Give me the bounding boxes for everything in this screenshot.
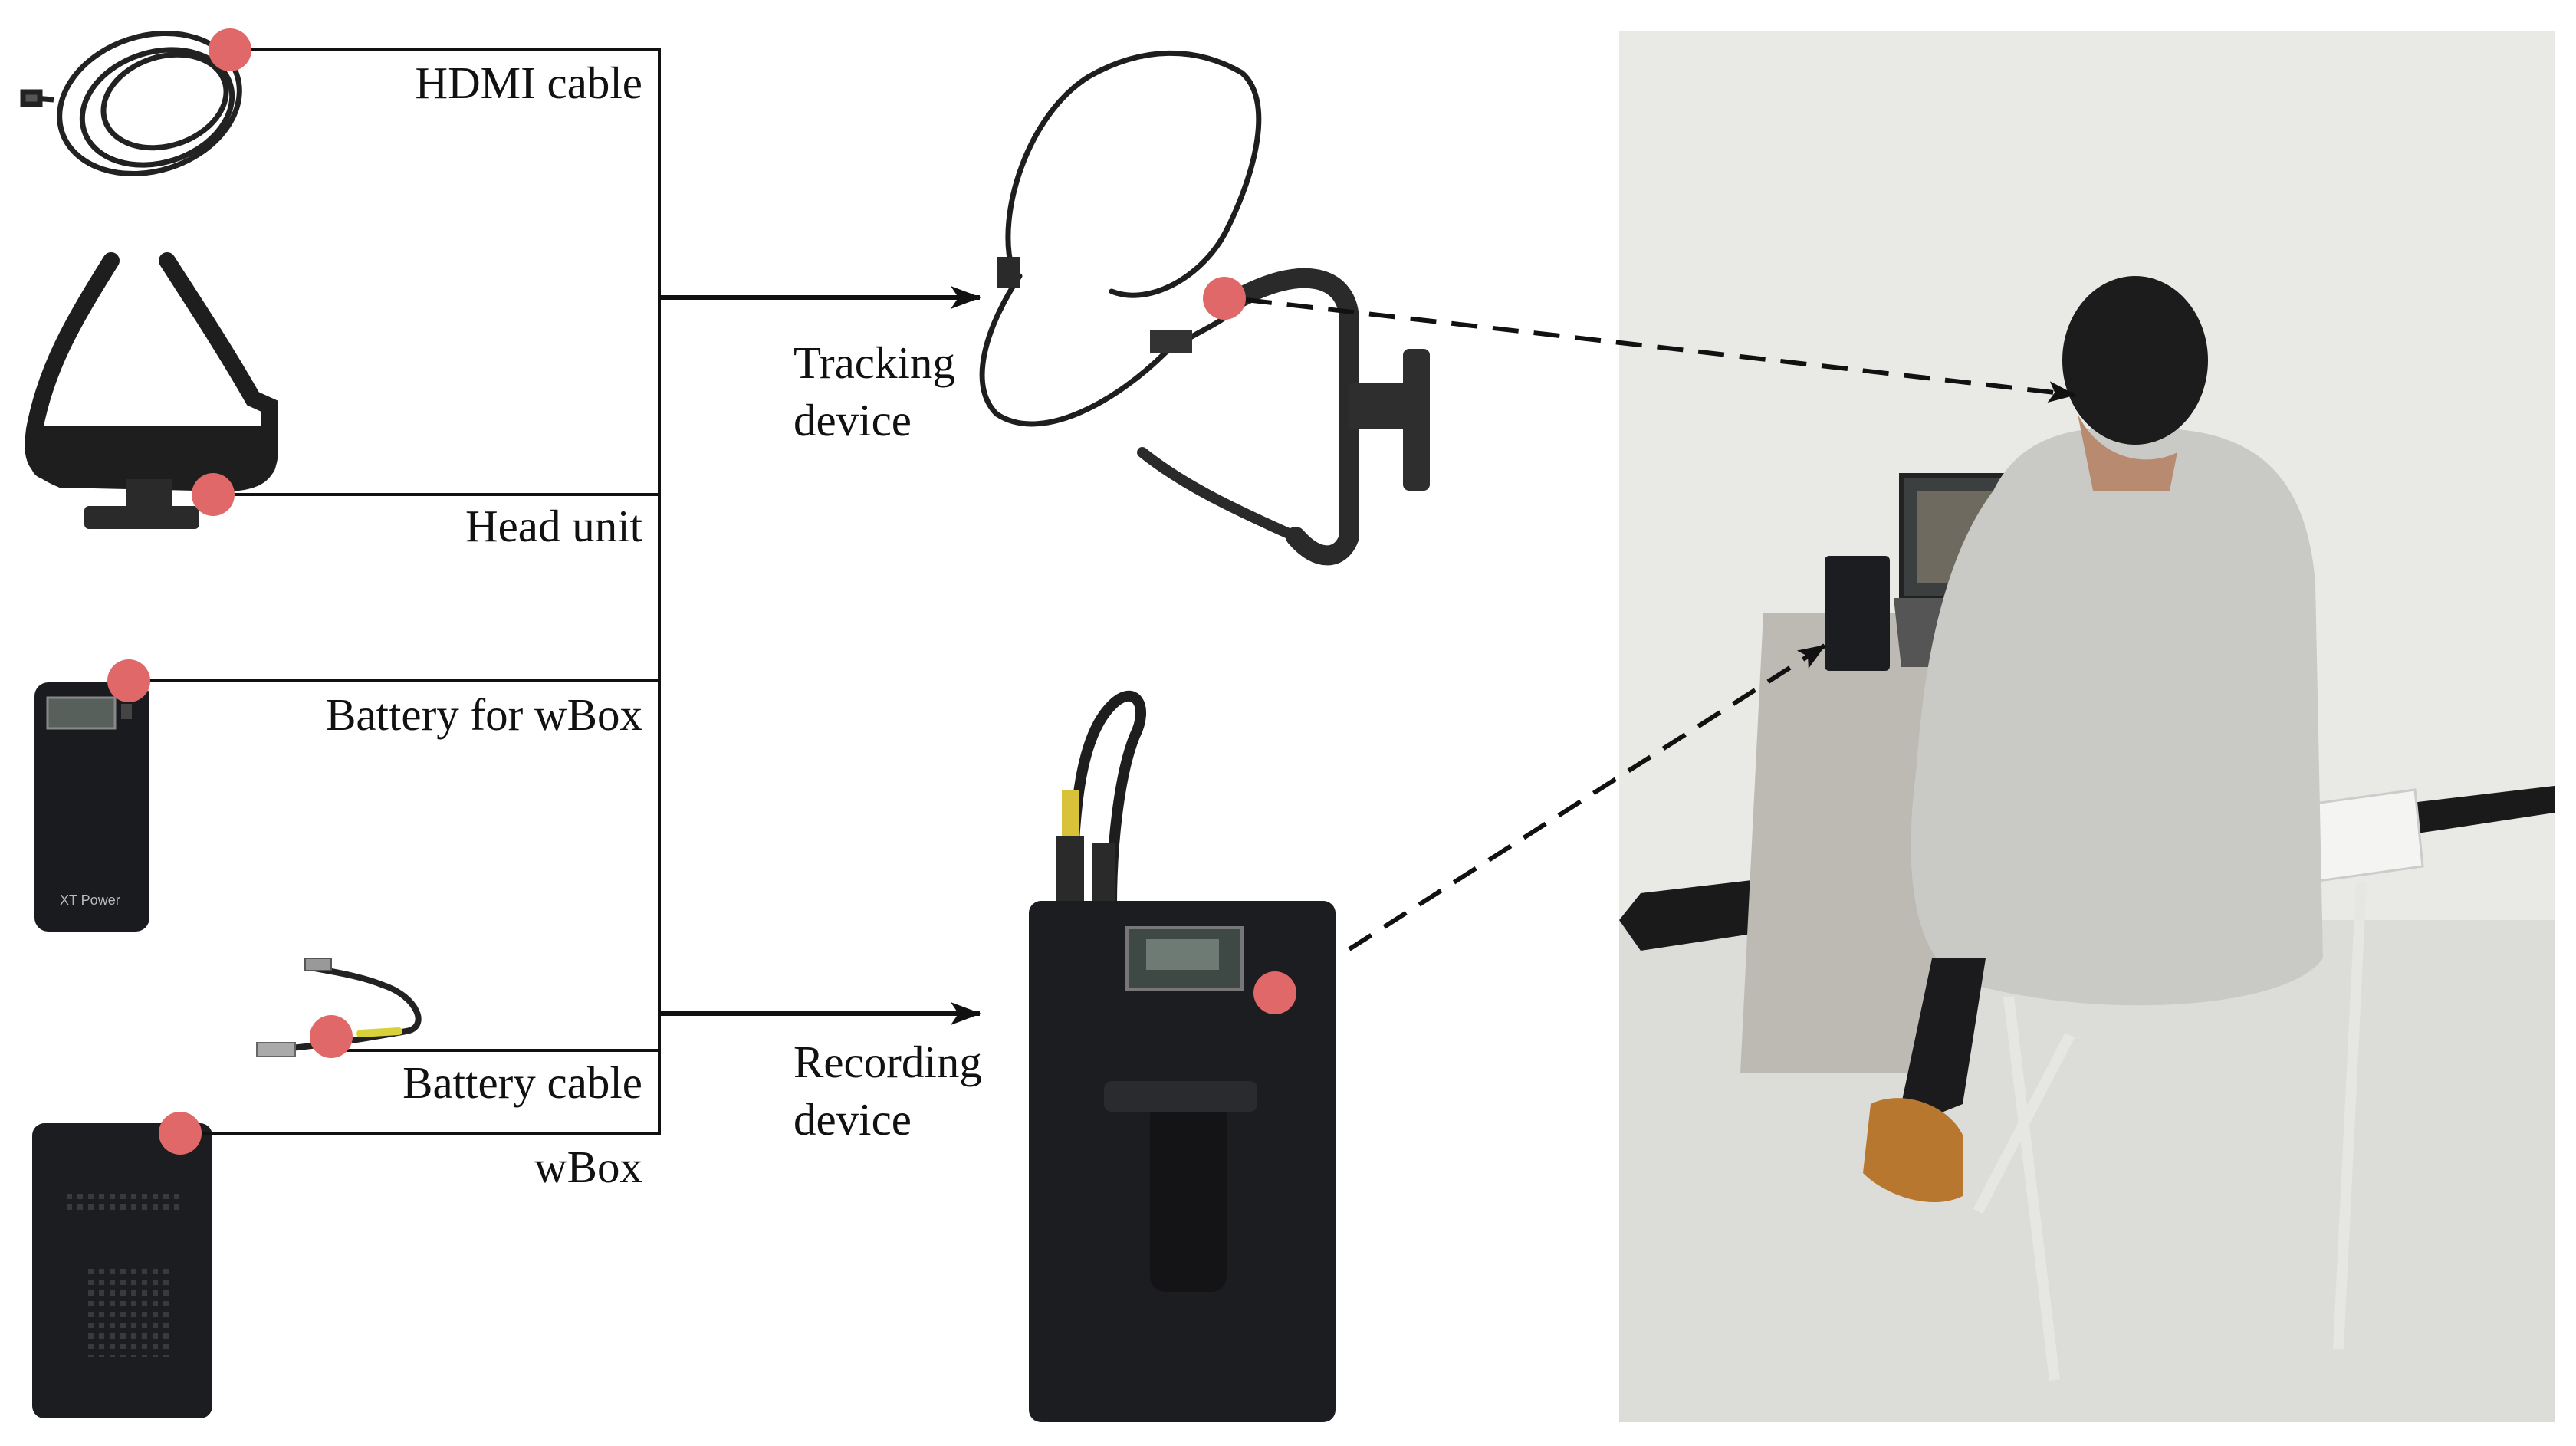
battery-brand-text: XT Power [60, 892, 120, 908]
marker-battery [107, 659, 150, 702]
marker-recording-device [1254, 971, 1296, 1014]
label-battery-for-wbox: Battery for wBox [326, 689, 642, 740]
tracking-device-photo [979, 50, 1430, 566]
battery-photo: XT Power [34, 682, 150, 932]
wbox-photo [32, 1123, 212, 1418]
component-lines [129, 48, 661, 1135]
recording-device-photo [1029, 690, 1336, 1422]
dashed-arrow-to-head [1245, 297, 2076, 403]
marker-battery-cable [310, 1015, 353, 1058]
label-recording-line1: Recording [794, 1037, 982, 1087]
label-hdmi-cable: HDMI cable [415, 58, 642, 108]
marker-tracking-device [1203, 277, 1246, 320]
label-tracking-line1: Tracking [794, 337, 955, 388]
label-wbox: wBox [534, 1142, 642, 1192]
component-markers [107, 28, 353, 1155]
label-battery-cable: Battery cable [402, 1057, 642, 1108]
participant-photo [1619, 31, 2555, 1422]
device-labels: Tracking device Recording device [794, 337, 982, 1145]
component-labels: HDMI cable Head unit Battery for wBox Ba… [326, 58, 643, 1192]
label-head-unit: Head unit [465, 501, 643, 551]
marker-wbox [159, 1112, 202, 1155]
dashed-arrow-to-wbox [1348, 643, 1826, 951]
marker-hdmi [209, 28, 251, 71]
hdmi-cable-photo [20, 30, 248, 177]
label-recording-line2: device [794, 1094, 912, 1145]
head-unit-photo [25, 252, 278, 529]
marker-head-unit [192, 473, 235, 516]
label-tracking-line2: device [794, 395, 912, 445]
